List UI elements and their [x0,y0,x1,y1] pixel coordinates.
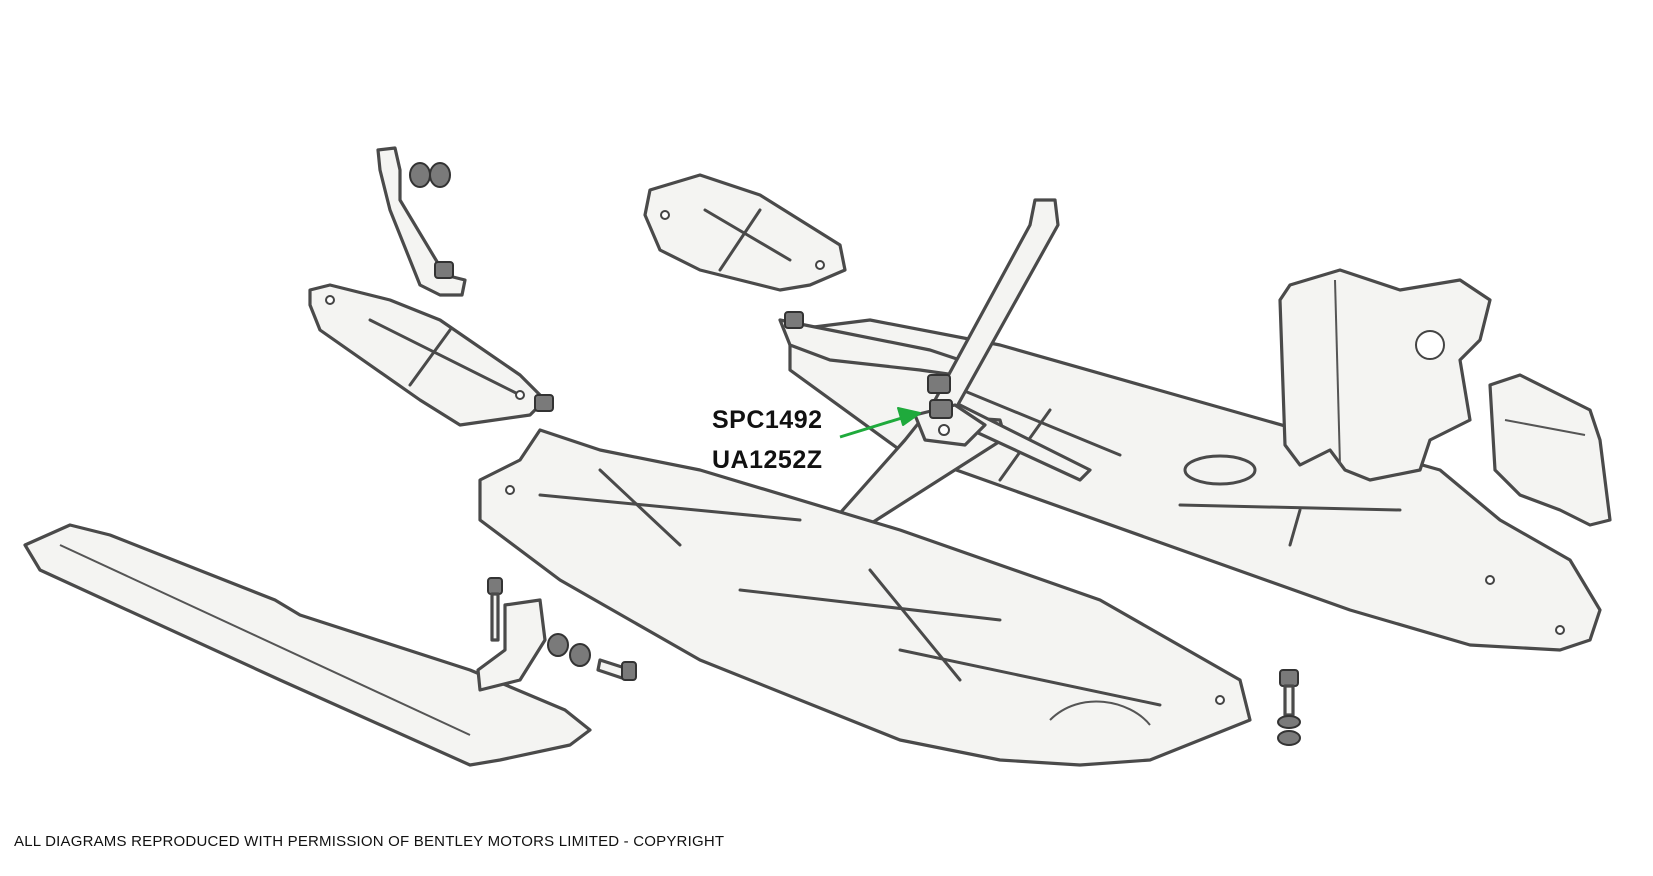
top-left-bracket [376,146,467,297]
x-bracket-plate-upper [643,173,847,292]
mounting-bracket-with-nuts [913,374,987,447]
clip-and-bolt-hardware [476,577,637,692]
rear-undertray-panel [788,318,1602,652]
callout-arrow [839,407,921,439]
left-side-strip [23,523,592,767]
part-number-label-2: UA1252Z [712,446,823,474]
front-undertray-panel [478,428,1252,767]
small-corner-bracket [1488,373,1612,527]
side-vertical-panel [1278,268,1492,482]
x-bracket-plate-lower [308,283,554,427]
part-number-label-1: SPC1492 [712,406,823,434]
bolt-and-washer-stack [1277,669,1301,746]
copyright-notice: ALL DIAGRAMS REPRODUCED WITH PERMISSION … [14,833,725,850]
